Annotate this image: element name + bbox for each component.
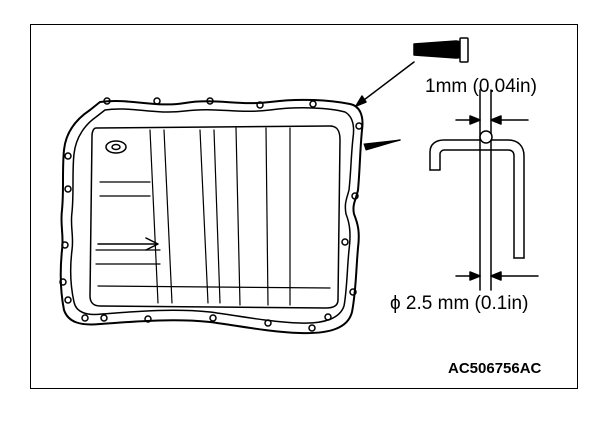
leader-arrows bbox=[355, 61, 415, 151]
figure-code: AC506756AC bbox=[448, 360, 542, 377]
oil-flow-arrow bbox=[97, 237, 159, 251]
oil-pan-flange-inner bbox=[69, 107, 355, 324]
sealant-tube-icon bbox=[413, 37, 469, 63]
oil-pan-flange-outer bbox=[59, 98, 364, 335]
pan-ribs bbox=[95, 127, 331, 306]
figure-frame bbox=[30, 24, 578, 389]
sealant-gap-label: 1mm (0.04in) bbox=[425, 76, 537, 97]
drain-plug bbox=[105, 140, 127, 154]
bead-diameter-label: ϕ 2.5 mm (0.1in) bbox=[390, 293, 529, 314]
oil-pan-bottom bbox=[89, 125, 341, 309]
bolt-holes bbox=[59, 97, 363, 332]
bead-detail bbox=[429, 89, 539, 291]
